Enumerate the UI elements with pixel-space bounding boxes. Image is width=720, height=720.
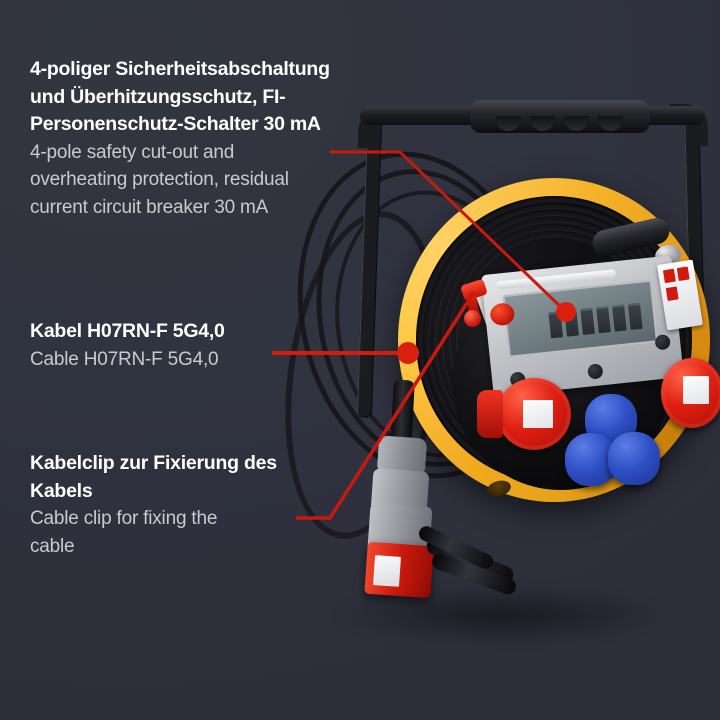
- callout-de-text: Kabel H07RN-F 5G4,0: [30, 320, 225, 342]
- breaker-switch[interactable]: [564, 309, 579, 337]
- warning-stripe: [676, 266, 690, 282]
- cee-socket-flap[interactable]: [477, 390, 503, 438]
- callout-cable-clip: Kabelclip zur Fixierung des Kabels Cable…: [30, 450, 280, 560]
- callout-en-text: Cable clip for fixing the cable: [30, 508, 218, 557]
- floor-shadow: [330, 585, 670, 645]
- cee-socket-right[interactable]: [661, 358, 720, 428]
- grip-ridge: [496, 116, 521, 131]
- cee-plug-label: [372, 555, 402, 587]
- grip-ridge: [530, 116, 555, 131]
- cee-socket-label: [683, 376, 709, 404]
- callout-en-text: Cable H07RN-F 5G4,0: [30, 348, 219, 370]
- cable-clip-knob[interactable]: [464, 310, 481, 327]
- grip-ridge: [564, 116, 589, 131]
- warning-stripe: [662, 268, 676, 284]
- breaker-switch[interactable]: [580, 307, 595, 336]
- callout-de-text: Kabelclip zur Fixierung des Kabels: [30, 452, 277, 502]
- callout-de-text: 4-poliger Sicherheitsabschaltung und Übe…: [30, 58, 330, 135]
- breaker-switch[interactable]: [627, 302, 643, 330]
- callout-cable-spec: Kabel H07RN-F 5G4,0 Cable H07RN-F 5G4,0: [30, 318, 300, 373]
- callout-safety-cutout: 4-poliger Sicherheitsabschaltung und Übe…: [30, 56, 330, 221]
- breaker-switch[interactable]: [612, 304, 627, 332]
- breaker-window: [502, 279, 659, 358]
- cee-socket-left[interactable]: [477, 378, 571, 450]
- carry-grip: [470, 100, 650, 133]
- warning-stripe: [665, 286, 679, 301]
- breaker-switch[interactable]: [596, 306, 611, 334]
- box-latch[interactable]: [654, 333, 671, 351]
- schuko-socket-bottom-right[interactable]: [608, 432, 660, 485]
- box-latch[interactable]: [587, 363, 604, 380]
- cee-socket-label: [523, 400, 553, 428]
- grip-ridge: [598, 116, 623, 131]
- breaker-switch[interactable]: [548, 311, 564, 339]
- control-box[interactable]: [481, 255, 684, 397]
- callout-en-text: 4-pole safety cut-out and overheating pr…: [30, 141, 289, 218]
